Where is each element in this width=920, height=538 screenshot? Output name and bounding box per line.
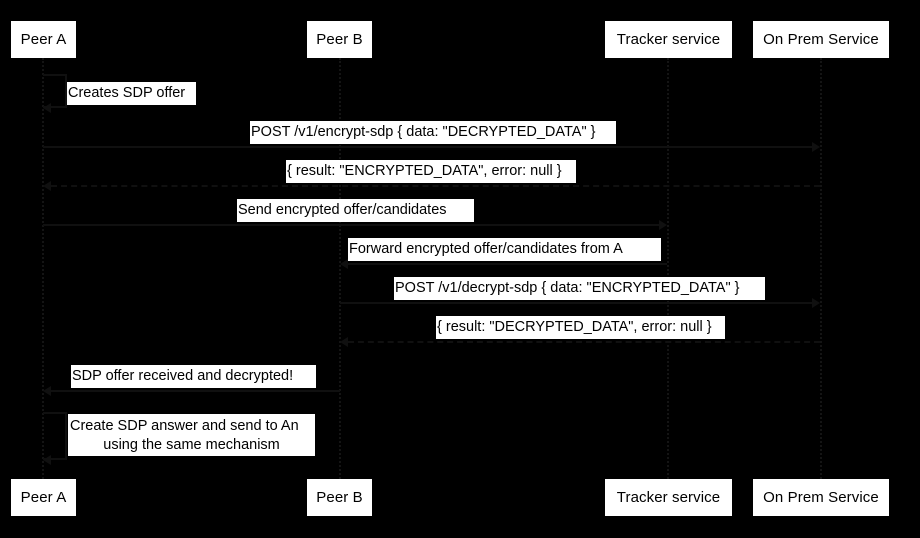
- lifeline-on-prem: [820, 58, 822, 479]
- participant-peer-a-bottom[interactable]: Peer A: [11, 479, 76, 516]
- message-decrypt-sdp-result: { result: "DECRYPTED_DATA", error: null …: [436, 316, 725, 339]
- arrow-head-create-sdp-answer: [43, 455, 51, 465]
- message-post-encrypt-sdp: POST /v1/encrypt-sdp { data: "DECRYPTED_…: [250, 121, 616, 144]
- message-encrypt-sdp-result: { result: "ENCRYPTED_DATA", error: null …: [286, 160, 576, 183]
- message-sdp-offer-received: SDP offer received and decrypted!: [71, 365, 316, 388]
- message-line-2: using the same mechanism: [103, 437, 280, 453]
- message-send-encrypted-offer: Send encrypted offer/candidates: [237, 199, 474, 222]
- arrow-head-forward-encrypted-offer: [340, 259, 348, 269]
- participant-label: Peer A: [20, 31, 67, 48]
- arrow-head-send-encrypted-offer: [659, 220, 667, 230]
- participant-label: Peer B: [316, 31, 363, 48]
- participant-label: On Prem Service: [763, 31, 879, 48]
- arrow-create-sdp-answer: [43, 412, 67, 460]
- participant-label: Peer A: [20, 489, 67, 506]
- participant-on-prem-bottom[interactable]: On Prem Service: [753, 479, 889, 516]
- participant-label: Tracker service: [616, 489, 721, 506]
- participant-peer-b-bottom[interactable]: Peer B: [307, 479, 372, 516]
- participant-label: Tracker service: [616, 31, 721, 48]
- arrow-post-decrypt-sdp: [340, 302, 812, 304]
- arrow-creates-sdp-offer: [43, 74, 67, 108]
- arrow-head-post-encrypt-sdp: [812, 142, 820, 152]
- arrow-send-encrypted-offer: [43, 224, 659, 226]
- participant-tracker-bottom[interactable]: Tracker service: [605, 479, 732, 516]
- lifeline-tracker: [667, 58, 669, 479]
- arrow-post-encrypt-sdp: [43, 146, 812, 148]
- participant-tracker-top[interactable]: Tracker service: [605, 21, 732, 58]
- arrow-sdp-offer-received: [51, 390, 340, 392]
- arrow-decrypt-sdp-result: [348, 341, 820, 343]
- participant-on-prem-top[interactable]: On Prem Service: [753, 21, 889, 58]
- message-create-sdp-answer: Create SDP answer and send to An using t…: [68, 414, 315, 456]
- message-creates-sdp-offer: Creates SDP offer: [67, 82, 196, 105]
- arrow-encrypt-sdp-result: [51, 185, 820, 187]
- participant-label: Peer B: [316, 489, 363, 506]
- lifeline-peer-a: [42, 58, 44, 479]
- arrow-head-post-decrypt-sdp: [812, 298, 820, 308]
- arrow-head-decrypt-sdp-result: [340, 337, 348, 347]
- participant-peer-b-top[interactable]: Peer B: [307, 21, 372, 58]
- message-forward-encrypted-offer: Forward encrypted offer/candidates from …: [348, 238, 661, 261]
- arrow-head-creates-sdp-offer: [43, 103, 51, 113]
- arrow-head-sdp-offer-received: [43, 386, 51, 396]
- participant-peer-a-top[interactable]: Peer A: [11, 21, 76, 58]
- message-line-1: Create SDP answer and send to An: [70, 418, 299, 434]
- message-post-decrypt-sdp: POST /v1/decrypt-sdp { data: "ENCRYPTED_…: [394, 277, 765, 300]
- arrow-head-encrypt-sdp-result: [43, 181, 51, 191]
- arrow-forward-encrypted-offer: [348, 263, 667, 265]
- participant-label: On Prem Service: [763, 489, 879, 506]
